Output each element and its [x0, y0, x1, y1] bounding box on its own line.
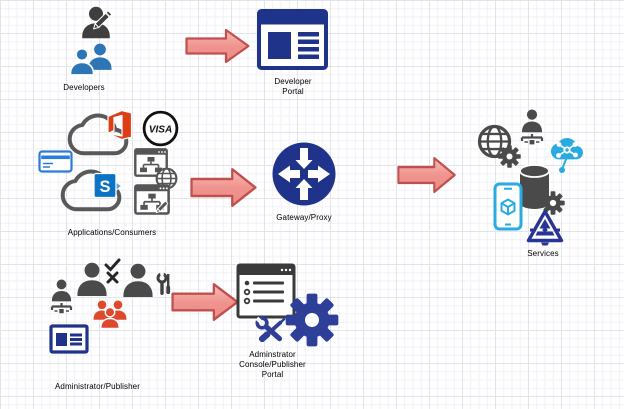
- visa-logo-icon: VISA: [142, 110, 179, 147]
- user-network-icon: [520, 109, 544, 145]
- sharepoint-letter: S: [99, 178, 110, 196]
- router-icon: [272, 142, 336, 206]
- sitemap-pencil-icon: [134, 184, 170, 215]
- admin-console-label: Adminstrator Console/Publisher Portal: [239, 350, 306, 379]
- crossed-tools-icon: [255, 316, 286, 343]
- sharepoint-logo-icon: S: [93, 172, 123, 199]
- applications-consumers-label: Applications/Consumers: [67, 228, 157, 237]
- office-logo-icon: [107, 109, 133, 141]
- credit-card-icon: [38, 150, 73, 173]
- developers-label: Developers: [63, 83, 105, 92]
- person-network-icon: [50, 279, 73, 314]
- cloud-network-icon: [551, 138, 583, 173]
- arrow-applications-to-gateway: [190, 168, 257, 207]
- services-label: Services: [527, 249, 559, 258]
- gear-icon: [285, 293, 339, 347]
- person-approve-icon: [77, 258, 121, 297]
- browser-window-icon: [257, 9, 328, 70]
- users-pair-icon: [69, 43, 112, 76]
- group-icon: [93, 300, 127, 330]
- person-tools-icon: [123, 263, 171, 298]
- developer-portal-label: Developer Portal: [274, 77, 312, 96]
- person-edit-icon: [82, 6, 113, 39]
- arrow-developers-to-portal: [185, 28, 250, 64]
- triangle-logo-icon: [526, 209, 564, 246]
- visa-text: VISA: [149, 124, 172, 135]
- gateway-proxy-label: Gateway/Proxy: [276, 213, 332, 222]
- arrow-administrator-to-console: [171, 283, 239, 321]
- arrow-gateway-to-services: [397, 156, 456, 194]
- card-window-icon: [49, 324, 89, 354]
- database-gear-icon: [519, 164, 565, 215]
- phone-cube-icon: [493, 182, 523, 231]
- browser-list-icon: [236, 263, 296, 319]
- administrator-publisher-label: Administrator/Publisher: [55, 382, 140, 391]
